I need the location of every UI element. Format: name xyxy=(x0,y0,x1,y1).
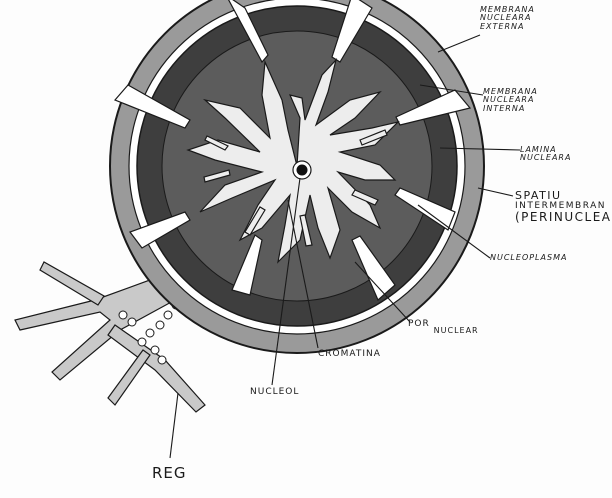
label-rough-er: REG xyxy=(152,464,187,482)
chromatin xyxy=(186,57,400,264)
label-inner-nuclear-membrane: MEMBRANA NUCLEARA INTERNA xyxy=(483,87,538,113)
label-perinuclear-space: SPATIU INTERMEMBRAN (PERINUCLEAR) xyxy=(515,189,612,224)
label-chromatin: CROMATINA xyxy=(318,349,381,359)
label-nuclear-pore: POR NUCLEAR xyxy=(408,319,479,335)
label-nucleoplasm: NUCLEOPLASMA xyxy=(490,253,568,262)
label-nucleolus: NUCLEOL xyxy=(250,387,300,397)
nuclear-pores xyxy=(113,0,472,301)
nucleolus xyxy=(292,160,312,180)
label-outer-nuclear-membrane: MEMBRANA NUCLEARA EXTERNA xyxy=(480,5,535,31)
leader-lines xyxy=(169,34,521,459)
label-nuclear-lamina: LAMINA NUCLEARA xyxy=(520,145,572,163)
